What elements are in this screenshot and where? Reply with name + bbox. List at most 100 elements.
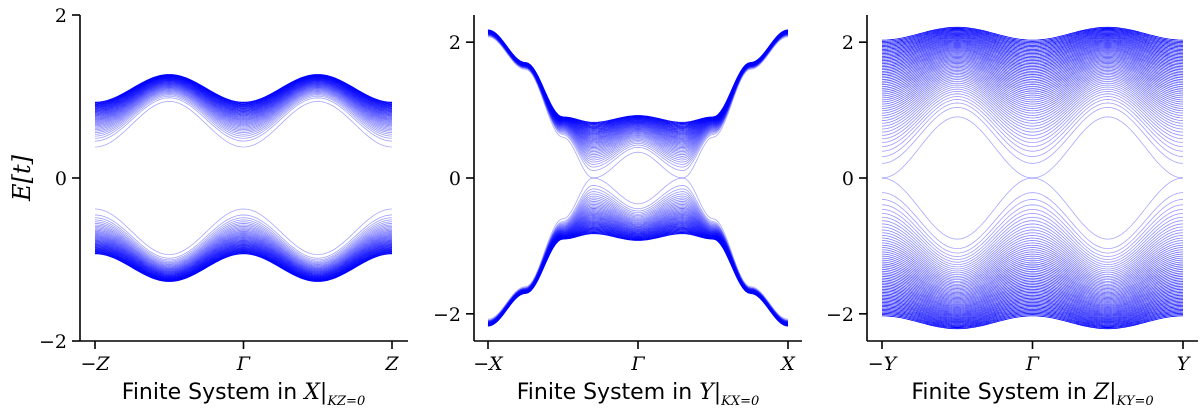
band-line	[487, 33, 789, 159]
band-line	[881, 88, 1184, 136]
band-line	[881, 26, 1184, 41]
band-line	[881, 288, 1184, 312]
band-line	[94, 242, 393, 276]
band-line	[881, 49, 1184, 75]
band-line	[881, 61, 1184, 95]
y-tick-label: 0	[449, 168, 461, 190]
band-line	[487, 36, 789, 179]
band-lower	[94, 208, 393, 282]
band-line	[881, 44, 1184, 68]
band-line	[94, 227, 393, 267]
band-line	[487, 33, 789, 157]
band-line	[881, 39, 1184, 60]
y-tick-label: 2	[842, 32, 854, 54]
band-line	[94, 84, 393, 120]
band-line	[94, 235, 393, 271]
band-line	[94, 240, 393, 275]
x-tick-label: X	[779, 353, 796, 375]
band-line	[487, 230, 789, 327]
band-line	[881, 306, 1184, 324]
band-line	[94, 244, 393, 277]
x-tick-label: Γ	[630, 353, 645, 375]
y-tick-label: 2	[449, 32, 461, 54]
band-line	[94, 242, 393, 276]
band-line	[94, 250, 393, 281]
band-line	[881, 279, 1184, 306]
band-line	[881, 293, 1184, 315]
band-line	[881, 311, 1184, 327]
band-line	[881, 237, 1184, 279]
band-line	[881, 32, 1184, 50]
band-line	[881, 56, 1184, 87]
band-line	[881, 34, 1184, 53]
band-line	[94, 237, 393, 273]
band-line	[94, 248, 393, 279]
band-line	[881, 199, 1184, 254]
band-line	[94, 225, 393, 266]
band-line	[487, 29, 789, 126]
band-line	[94, 79, 393, 113]
band-line	[881, 299, 1184, 319]
band-line	[487, 228, 789, 326]
band-line	[487, 197, 789, 323]
band-line	[94, 77, 393, 108]
band-line	[881, 79, 1184, 121]
band-line	[881, 58, 1184, 89]
band-line	[94, 88, 393, 128]
x-tick-label: Z	[384, 353, 399, 375]
band-line	[881, 67, 1184, 103]
band-line	[487, 191, 789, 322]
band-line	[881, 86, 1184, 133]
band-line	[881, 308, 1184, 325]
band-line	[881, 261, 1184, 295]
band-line	[881, 242, 1184, 282]
band-line	[94, 88, 393, 127]
band-line	[881, 204, 1184, 257]
band-line	[94, 76, 393, 106]
band-line	[487, 195, 789, 322]
band-line	[881, 59, 1184, 91]
band-line	[881, 229, 1184, 274]
band-line	[881, 28, 1184, 44]
band-line	[94, 79, 393, 112]
band-line	[881, 69, 1184, 107]
band-line	[881, 37, 1184, 57]
band-upper	[94, 74, 393, 148]
band-line	[94, 78, 393, 110]
band-line	[881, 285, 1184, 310]
band-line	[94, 236, 393, 272]
band-line	[94, 83, 393, 120]
band-line	[94, 81, 393, 116]
band-line	[881, 296, 1184, 317]
band-line	[881, 220, 1184, 268]
band-line	[881, 216, 1184, 266]
band-line	[881, 52, 1184, 80]
band-line	[881, 48, 1184, 74]
band-line	[94, 75, 393, 106]
y-tick-label: 0	[842, 168, 854, 190]
band-line	[881, 74, 1184, 114]
band-line	[881, 226, 1184, 272]
band-line	[487, 188, 789, 321]
band-line	[94, 224, 393, 265]
band-line	[881, 77, 1184, 119]
x-tick-label: −X	[473, 353, 504, 375]
band-line	[94, 229, 393, 268]
band-line	[94, 78, 393, 111]
band-line	[881, 71, 1184, 109]
band-line	[94, 214, 393, 259]
band-line	[94, 247, 393, 279]
band-line	[881, 270, 1184, 301]
band-line	[94, 221, 393, 263]
band-line	[487, 30, 789, 130]
band-line	[94, 245, 393, 278]
band-line	[487, 30, 789, 129]
band-line	[94, 91, 393, 132]
band-line	[94, 243, 393, 277]
band-line	[94, 85, 393, 121]
band-line	[487, 233, 789, 327]
band-line	[881, 294, 1184, 316]
band-line	[94, 239, 393, 274]
